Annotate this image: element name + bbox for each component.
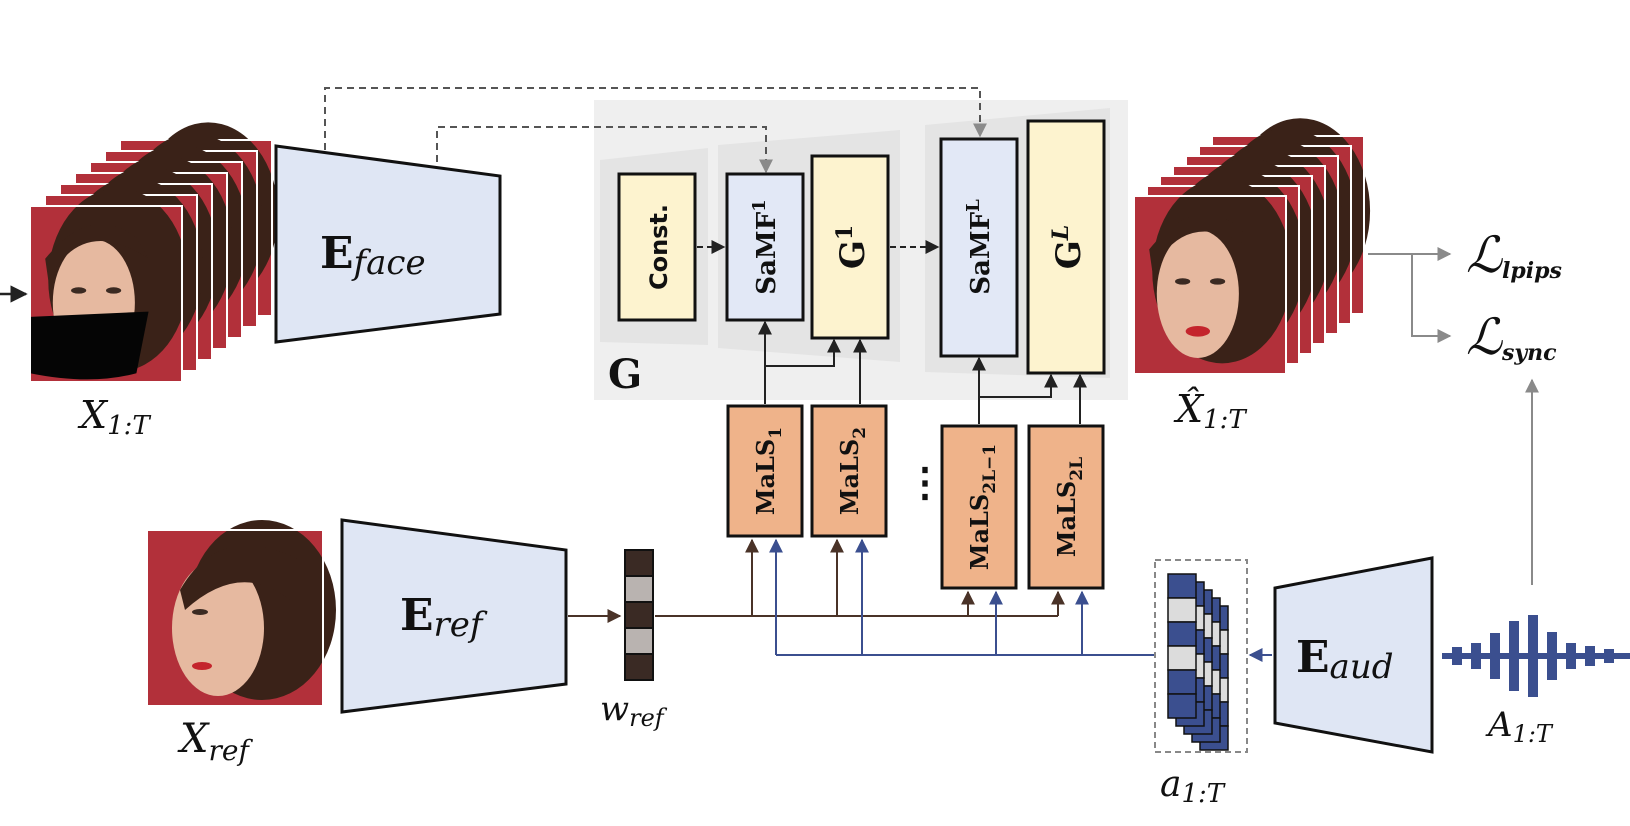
samfL-block: [939, 137, 1019, 358]
face-encoder: [274, 144, 502, 344]
generator-label: G: [608, 351, 642, 398]
samfL-label: SaMFL: [963, 199, 996, 295]
reference-image: [146, 520, 336, 707]
w-ref-vector: [624, 549, 654, 681]
masked-frames-stack: [29, 122, 279, 383]
const-block: [617, 172, 697, 322]
w-ref-distribution-lines: [655, 538, 1065, 617]
lpips-loss-label: ℒlpips: [1466, 226, 1562, 284]
mals-1-label: MaLS1: [751, 427, 786, 515]
face-encoder-label: Eface: [320, 228, 426, 283]
mals-2L-1-block: [940, 424, 1018, 590]
mals-2-block: [810, 404, 888, 538]
masked-frames-label: X1:T: [77, 393, 151, 441]
mals-1-block: [726, 404, 804, 538]
output-frames-label: X̂1:T: [1173, 387, 1247, 435]
samf1-label: SaMF1: [749, 199, 782, 294]
audio-feature-stack: [1167, 573, 1229, 751]
ref-encoder: [340, 518, 568, 714]
audio-encoder: [1273, 556, 1434, 754]
audio-encoder-label: Eaud: [1296, 632, 1393, 687]
mals-2L-block: [1027, 424, 1105, 590]
skip-connection-L: [324, 87, 987, 150]
skip-connection-1: [436, 126, 773, 174]
gL-block: [1026, 119, 1106, 375]
audio-label: A1:T: [1485, 705, 1554, 748]
audio-feature-label: a1:T: [1160, 764, 1226, 809]
g1-block: [810, 154, 890, 340]
reference-label: Xref: [177, 716, 253, 767]
gL-label: GL: [1048, 225, 1089, 270]
mals-to-generator-arrows: [758, 320, 1087, 424]
samf1-block: [725, 172, 805, 322]
g1-label: G1: [832, 225, 873, 269]
audio-waveform: [1442, 615, 1630, 697]
w-ref-label: wref: [600, 689, 668, 732]
audio-feature-box: [1154, 559, 1248, 753]
loss-arrows: [1368, 247, 1452, 343]
mals-2L-1-label: MaLS2L−1: [965, 444, 1000, 570]
mals-2-label: MaLS2: [835, 427, 870, 515]
mals-2L-label: MaLS2L: [1052, 457, 1087, 557]
const-label: Const.: [645, 204, 673, 290]
output-frames-stack: [1133, 118, 1371, 375]
ref-encoder-label: Eref: [400, 590, 488, 645]
audio-distribution-lines: [769, 538, 1154, 656]
mals-ellipsis: ⋮: [905, 459, 945, 506]
sync-loss-label: ℒsync: [1466, 308, 1557, 366]
